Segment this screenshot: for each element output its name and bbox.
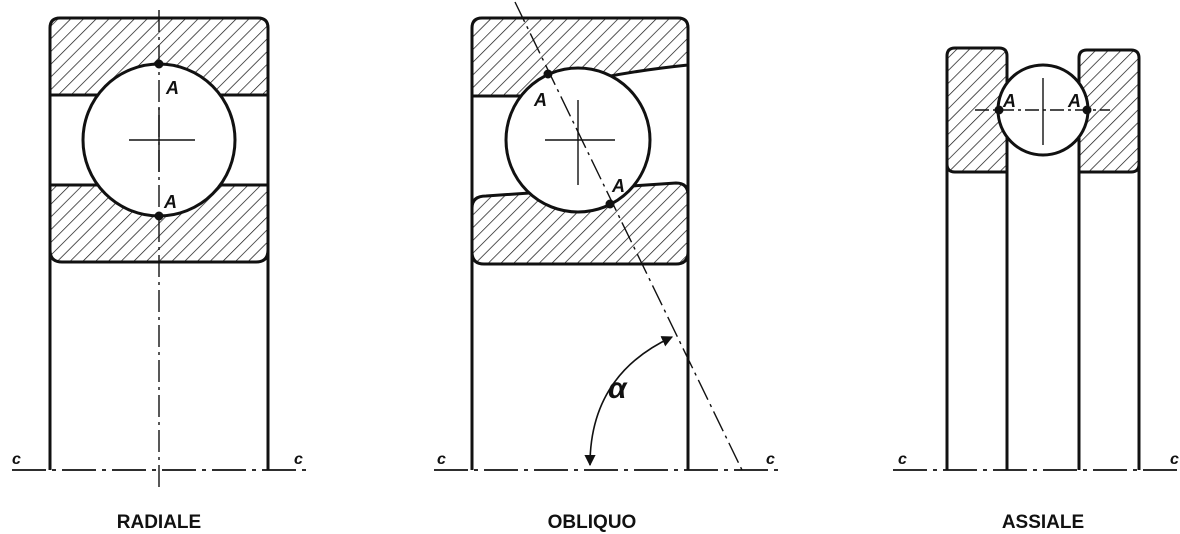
axial-right-washer [1077, 48, 1141, 174]
caption-obliquo: OBLIQUO [548, 512, 637, 533]
caption-radiale: RADIALE [117, 512, 201, 533]
radial-contact-point-bottom [154, 211, 164, 221]
oblique-contact-line [514, 1, 743, 471]
axial-bearing [893, 46, 1180, 471]
radial-axis-label-left: c [12, 451, 21, 468]
oblique-contact-point-top [543, 69, 553, 79]
radial-axis-label-right: c [294, 451, 303, 468]
radial-contact-point-top [154, 59, 164, 69]
oblique-bearing [434, 1, 778, 471]
oblique-angle-label: α [608, 372, 628, 405]
oblique-label-a-top: A [533, 90, 547, 110]
axial-contact-point-left [994, 105, 1004, 115]
axial-axis-label-right: c [1170, 451, 1179, 468]
oblique-contact-point-bottom [605, 199, 615, 209]
oblique-axis-label-left: c [437, 451, 446, 468]
axial-label-a-left: A [1002, 91, 1016, 111]
caption-assiale: ASSIALE [1002, 512, 1084, 533]
axial-label-a-right: A [1067, 91, 1081, 111]
radial-label-a-bottom: A [163, 192, 177, 212]
oblique-label-a-bottom: A [611, 176, 625, 196]
axial-contact-point-right [1082, 105, 1092, 115]
radial-label-a-top: A [165, 78, 179, 98]
radial-bearing [12, 10, 310, 490]
axial-axis-label-left: c [898, 451, 907, 468]
oblique-axis-label-right: c [766, 451, 775, 468]
oblique-inner-ring [470, 181, 690, 266]
oblique-angle-arc [584, 336, 674, 467]
oblique-outer-ring [470, 16, 690, 98]
